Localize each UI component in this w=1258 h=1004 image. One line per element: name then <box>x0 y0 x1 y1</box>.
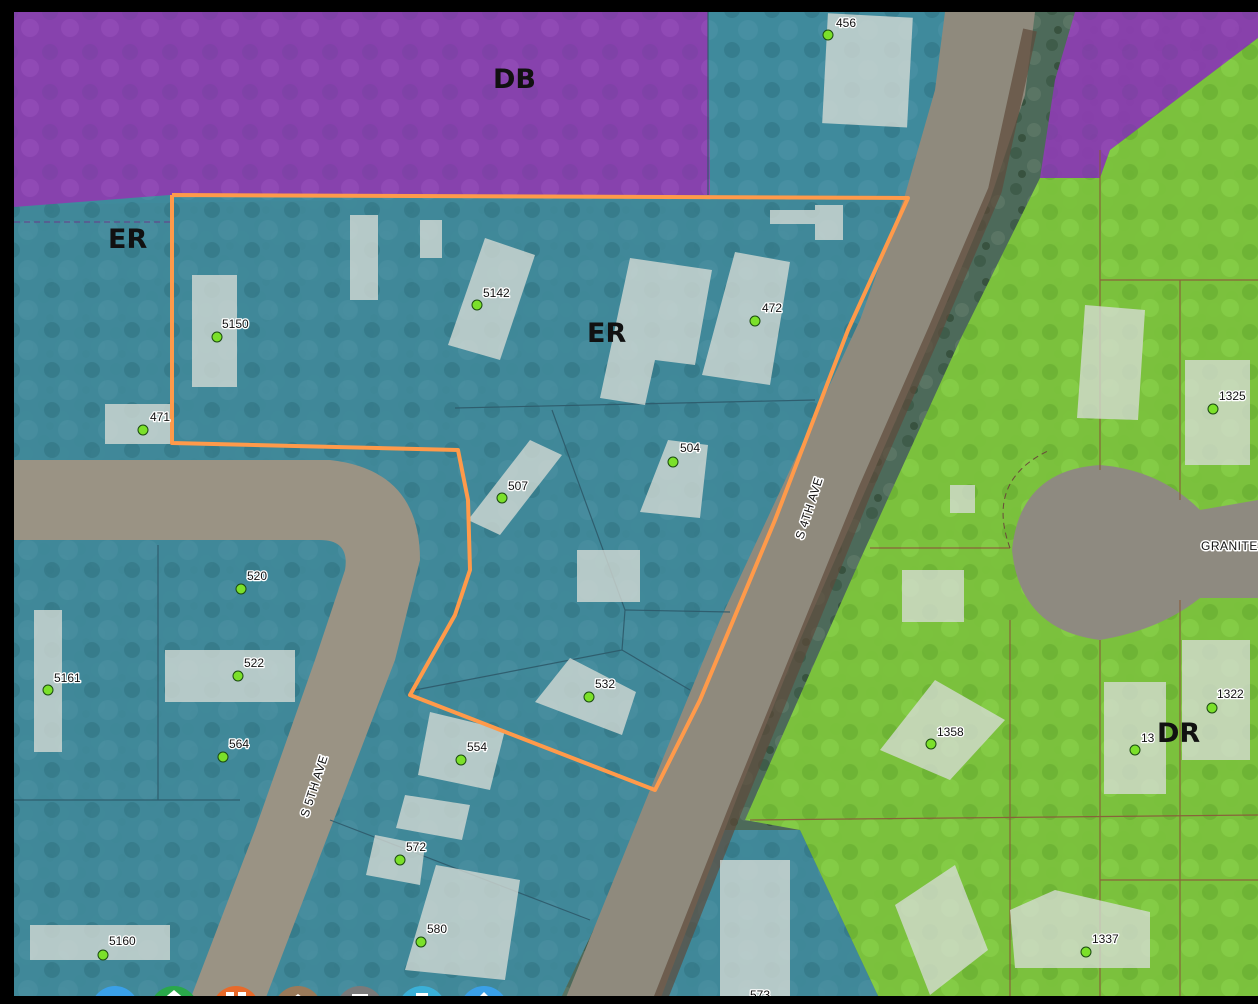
zone-db-area-ne[interactable] <box>1040 12 1258 178</box>
parcel-456[interactable]: 456 <box>822 15 858 41</box>
zone-label-er-west: ER <box>108 224 147 255</box>
svg-text:1325: 1325 <box>1219 389 1246 403</box>
buildings <box>30 13 1250 1000</box>
svg-text:471: 471 <box>150 410 170 424</box>
parcel-471[interactable]: 471 <box>137 409 172 436</box>
svg-text:5161: 5161 <box>54 671 81 685</box>
road-s4th-ave <box>565 12 1035 1000</box>
parcel-1337[interactable]: 1337 <box>1080 931 1120 958</box>
zone-label-er-center: ER <box>587 318 626 349</box>
svg-text:456: 456 <box>836 16 856 30</box>
zone-label-dr: DR <box>1157 718 1200 749</box>
svg-text:472: 472 <box>762 301 782 315</box>
svg-text:522: 522 <box>244 656 264 670</box>
road-cul-de-sac <box>1012 465 1258 640</box>
svg-text:572: 572 <box>406 840 426 854</box>
parcel-5142[interactable]: 5142 <box>471 285 511 311</box>
svg-text:1337: 1337 <box>1092 932 1119 946</box>
selected-parcel-outline[interactable] <box>170 193 910 792</box>
svg-text:1358: 1358 <box>937 725 964 739</box>
street-label-granite: GRANITE <box>1201 539 1258 553</box>
parcel-504[interactable]: 504 <box>667 440 702 468</box>
parcel-5161[interactable]: 5161 <box>42 670 82 696</box>
svg-text:5142: 5142 <box>483 286 510 300</box>
parcel-1325[interactable]: 1325 <box>1207 388 1247 415</box>
svg-text:564: 564 <box>229 737 249 751</box>
road-s5th-ave <box>14 460 420 1000</box>
parcel-564[interactable]: 564 <box>217 736 251 763</box>
parcel-522[interactable]: 522 <box>232 655 266 682</box>
parcel-580[interactable]: 580 <box>415 921 449 948</box>
parcel-554[interactable]: 554 <box>455 739 489 766</box>
zone-db-area[interactable] <box>14 12 710 207</box>
parcel-1358[interactable]: 1358 <box>925 724 965 750</box>
zone-label-db: DB <box>493 64 536 95</box>
parcel-13x[interactable]: 13 <box>1129 730 1156 756</box>
dashed-boundary-dr <box>1002 449 1051 549</box>
parcel-572[interactable]: 572 <box>394 839 428 866</box>
parcel-points: 456 5142 472 5150 471 504 507 520 522 51… <box>42 15 1247 1003</box>
svg-text:580: 580 <box>427 922 447 936</box>
parcel-1322[interactable]: 1322 <box>1206 686 1245 714</box>
parcel-507[interactable]: 507 <box>496 478 530 504</box>
parcel-520[interactable]: 520 <box>235 568 269 595</box>
parcel-5150[interactable]: 5150 <box>211 316 250 343</box>
svg-text:520: 520 <box>247 569 267 583</box>
svg-text:1322: 1322 <box>1217 687 1244 701</box>
parcel-5160[interactable]: 5160 <box>97 933 137 961</box>
svg-text:5160: 5160 <box>109 934 136 948</box>
svg-text:504: 504 <box>680 441 700 455</box>
road-s4th-ave-edge <box>653 28 1037 1003</box>
svg-text:13: 13 <box>1141 731 1155 745</box>
svg-text:532: 532 <box>595 677 615 691</box>
parcel-472[interactable]: 472 <box>749 300 784 327</box>
svg-text:507: 507 <box>508 479 528 493</box>
svg-text:5150: 5150 <box>222 317 249 331</box>
svg-text:554: 554 <box>467 740 487 754</box>
parcel-532[interactable]: 532 <box>583 676 617 703</box>
